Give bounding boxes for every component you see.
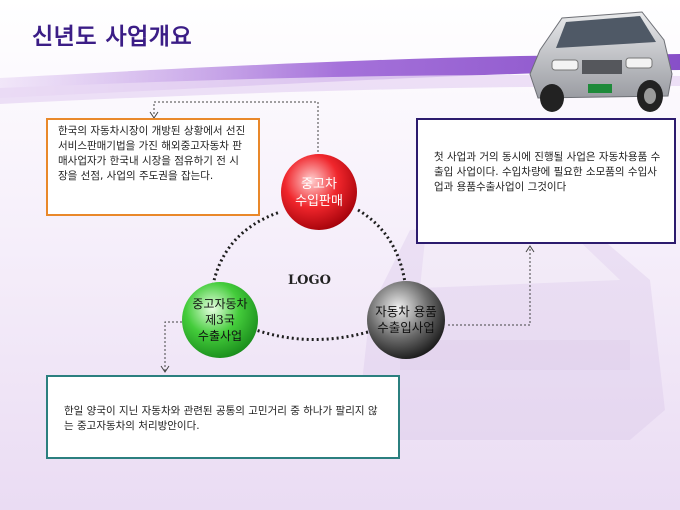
- connector-gray-to-purple: [448, 246, 531, 326]
- node-gray-label: 자동차 용품 수출입사업: [363, 304, 449, 336]
- node-green-line2: 제3국: [205, 313, 235, 327]
- node-gray-circle: [367, 281, 445, 359]
- node-red-label: 중고차 수입판매: [279, 176, 359, 210]
- description-box-teal: 한일 양국이 지닌 자동차와 관련된 공통의 고민거리 중 하나가 팔리지 않는…: [46, 375, 400, 459]
- node-red-line2: 수입판매: [295, 194, 343, 209]
- cycle-link-red-gray: [357, 208, 408, 291]
- description-text-orange: 한국의 자동차시장이 개방된 상황에서 선진서비스판매기법을 가진 해외중고자동…: [58, 125, 246, 182]
- cycle-link-green-red: [210, 210, 281, 291]
- node-gray-line1: 자동차 용품: [375, 304, 437, 319]
- node-green-circle: [182, 282, 258, 358]
- logo-text: LOGO: [288, 273, 331, 288]
- description-text-teal: 한일 양국이 지닌 자동차와 관련된 공통의 고민거리 중 하나가 팔리지 않는…: [64, 405, 378, 432]
- node-green-line3: 수출사업: [197, 329, 243, 343]
- description-text-purple: 첫 사업과 거의 동시에 진행될 사업은 자동차용품 수출입 사업이다. 수입차…: [434, 151, 661, 193]
- suv-car-image: [529, 11, 673, 112]
- header-swoosh: [0, 54, 680, 104]
- node-gray-line2: 수출입사업: [377, 320, 435, 335]
- description-box-purple: 첫 사업과 거의 동시에 진행될 사업은 자동차용품 수출입 사업이다. 수입차…: [416, 118, 676, 244]
- node-red-line1: 중고차: [301, 177, 337, 192]
- cycle-link-gray-green: [255, 328, 369, 342]
- connector-green-to-teal: [164, 321, 182, 372]
- node-red-circle: [281, 154, 357, 230]
- node-green-label: 중고자동차 제3국 수출사업: [180, 296, 260, 344]
- connector-gray-to-purple-arrow: [525, 245, 535, 253]
- connector-green-to-teal-arrow: [160, 365, 170, 373]
- background-car-watermark: [360, 220, 665, 440]
- node-green-line1: 중고자동차: [192, 297, 248, 311]
- page-title: 신년도 사업개요: [32, 24, 193, 50]
- connector-red-to-orange: [153, 101, 319, 156]
- description-box-orange: 한국의 자동차시장이 개방된 상황에서 선진서비스판매기법을 가진 해외중고자동…: [46, 118, 260, 216]
